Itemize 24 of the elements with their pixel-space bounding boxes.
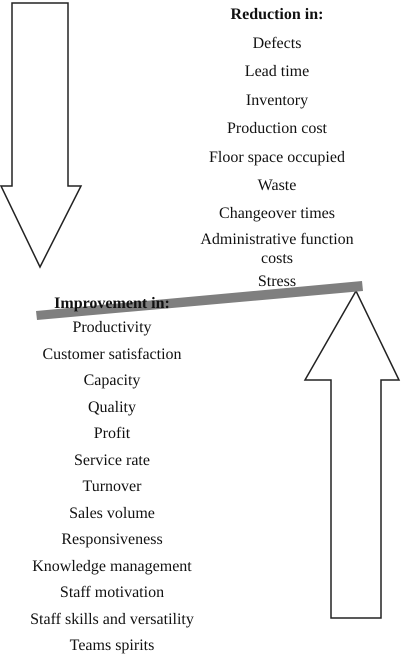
list-item: Quality — [88, 398, 136, 416]
list-item: Profit — [94, 424, 130, 443]
list-item: Staff motivation — [60, 583, 164, 602]
list-heading: Reduction in: — [230, 5, 324, 24]
list-item: Service rate — [74, 450, 150, 470]
list-item: Responsiveness — [61, 530, 163, 549]
list-item: Staff skills and versatility — [30, 610, 194, 628]
list-item: Teams spirits — [70, 636, 154, 655]
list-item: Defects — [252, 34, 302, 53]
list-item: Productivity — [72, 318, 152, 337]
list-item: Sales volume — [69, 504, 155, 522]
list-item: Inventory — [246, 91, 308, 110]
list-item: Changeover times — [219, 204, 335, 223]
list-item: Lead time — [244, 62, 310, 81]
list-item: Customer satisfaction — [42, 344, 182, 364]
list-item: Administrative function costs — [199, 230, 355, 268]
list-item: Stress — [258, 272, 296, 291]
list-item: Capacity — [84, 371, 140, 390]
list-heading: Improvement in: — [54, 294, 170, 313]
list-item: Turnover — [82, 477, 142, 496]
list-item: Knowledge management — [32, 556, 192, 576]
list-item: Floor space occupied — [209, 148, 345, 167]
list-item: Waste — [258, 176, 296, 195]
list-item: Production cost — [227, 119, 327, 138]
